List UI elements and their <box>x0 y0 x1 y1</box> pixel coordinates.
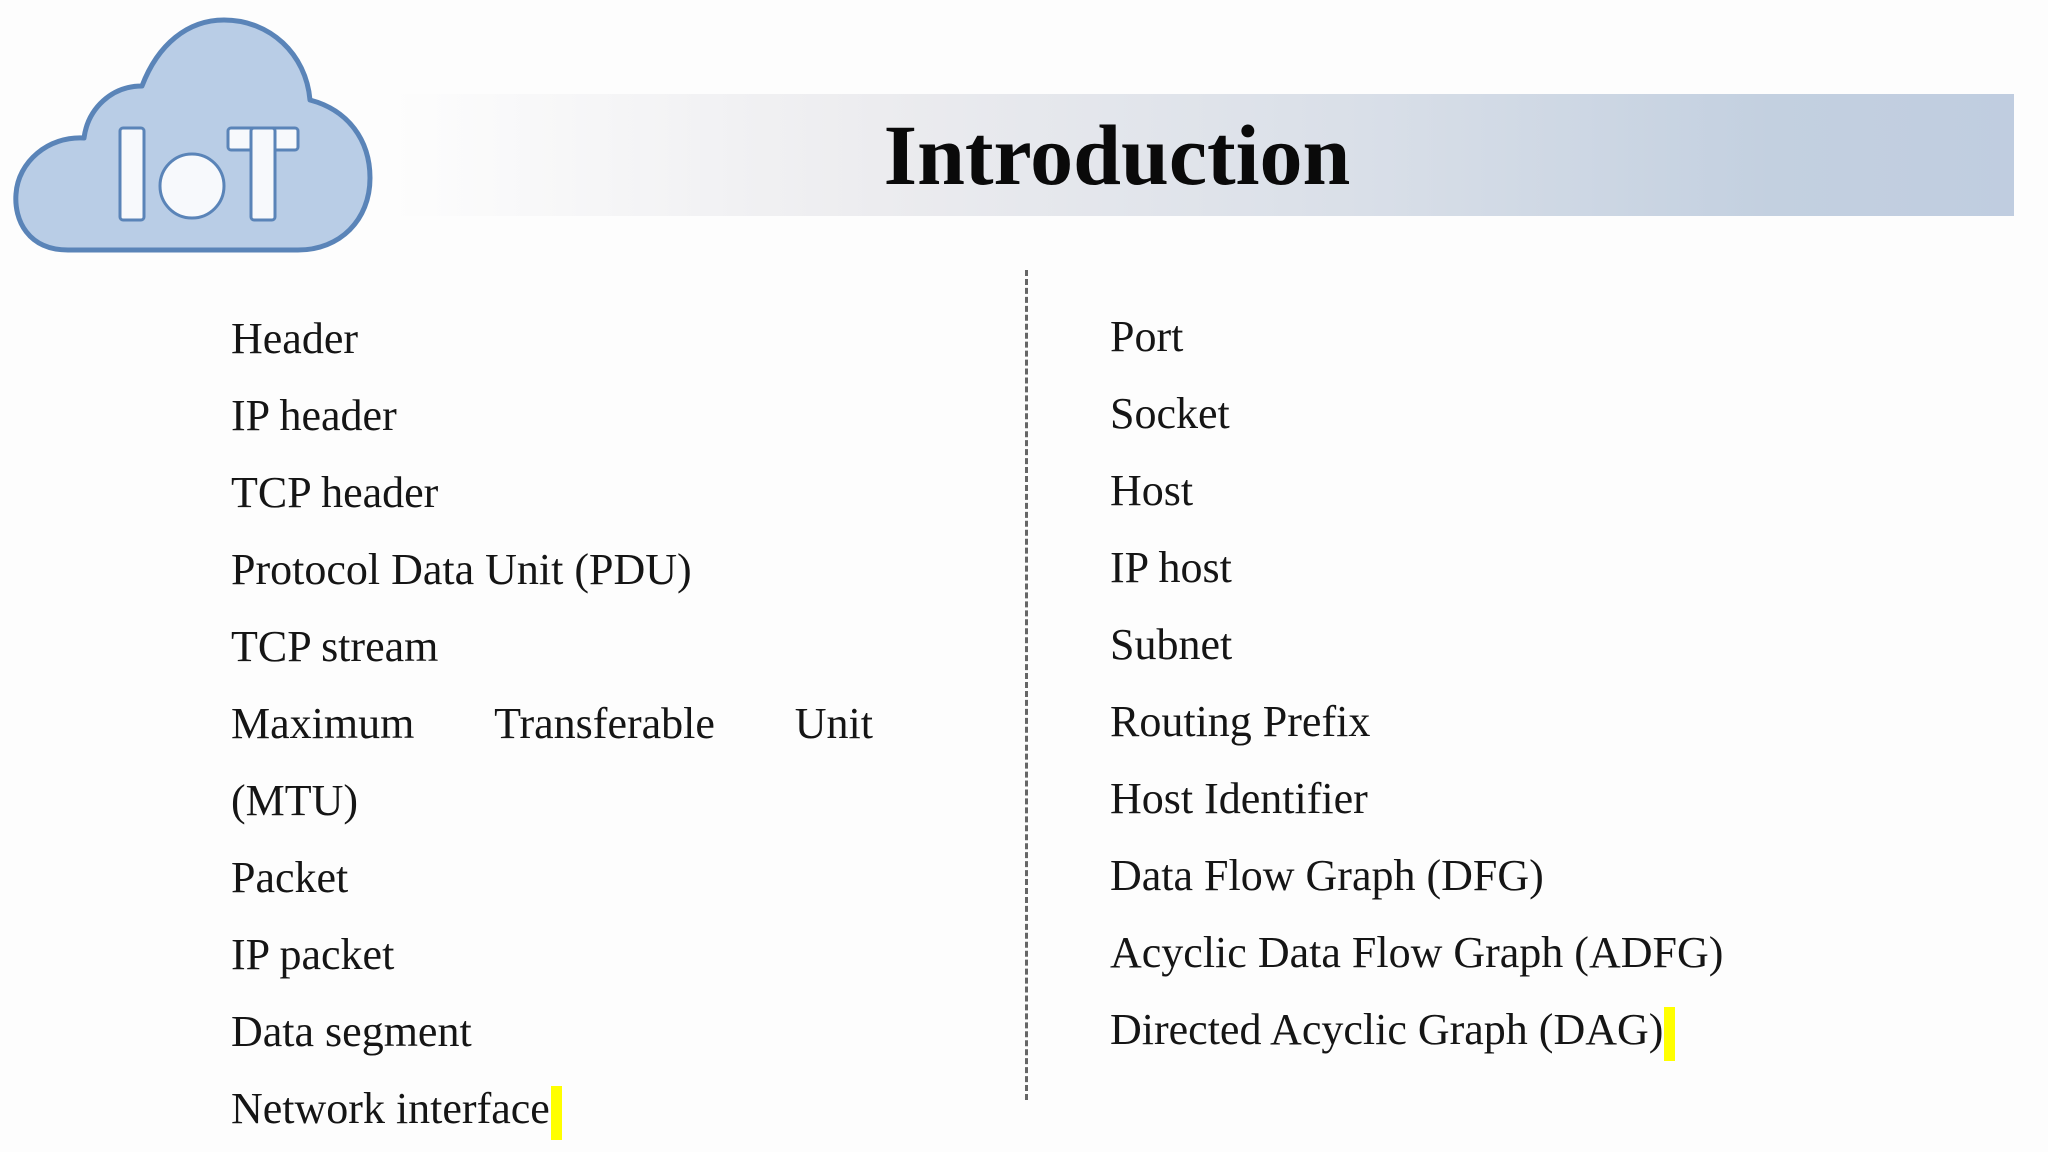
column-divider <box>1025 270 1028 1100</box>
list-item: Data segment <box>231 1007 472 1056</box>
list-item: TCP header <box>231 468 439 517</box>
list-item: IP packet <box>231 930 395 979</box>
right-term-list: Port Socket Host IP host Subnet Routing … <box>1110 298 2010 1068</box>
justified-line: Maximum Transferable Unit <box>231 685 873 762</box>
text-cursor-highlight <box>1664 1006 1676 1061</box>
list-item: IP header <box>231 391 397 440</box>
iot-letters <box>118 126 300 222</box>
list-item: Header <box>231 314 359 363</box>
list-item: Protocol Data Unit (PDU) <box>231 545 692 594</box>
list-item-last: Network interface <box>231 1070 891 1147</box>
list-item: TCP stream <box>231 622 439 671</box>
mtu-word: Unit <box>794 699 873 748</box>
title-band <box>392 94 2014 216</box>
list-item: Host <box>1110 466 1194 515</box>
text-cursor-highlight <box>550 1085 562 1140</box>
list-item: Routing Prefix <box>1110 697 1371 746</box>
list-item-last: Directed Acyclic Graph (DAG) <box>1110 991 2010 1068</box>
page-title: Introduction <box>883 107 1351 203</box>
list-item: Data Flow Graph (DFG) <box>1110 851 1544 900</box>
list-item-text: Network interface <box>231 1084 550 1133</box>
list-item: Acyclic Data Flow Graph (ADFG) <box>1110 928 1724 977</box>
iot-cloud-logo <box>13 17 373 253</box>
list-item-mtu-line: Maximum Transferable Unit <box>231 685 891 762</box>
list-item: Packet <box>231 853 349 902</box>
cloud-icon <box>13 17 373 253</box>
list-item-text: Directed Acyclic Graph (DAG) <box>1110 1005 1664 1054</box>
left-term-list: Header IP header TCP header Protocol Dat… <box>231 300 891 1147</box>
list-item: Port <box>1110 312 1184 361</box>
mtu-word: Transferable <box>494 699 715 748</box>
list-item-mtu-continuation: (MTU) <box>231 776 359 825</box>
list-item: Host Identifier <box>1110 774 1368 823</box>
list-item: Socket <box>1110 389 1230 438</box>
mtu-word: Maximum <box>231 699 415 748</box>
list-item: IP host <box>1110 543 1232 592</box>
list-item: Subnet <box>1110 620 1233 669</box>
